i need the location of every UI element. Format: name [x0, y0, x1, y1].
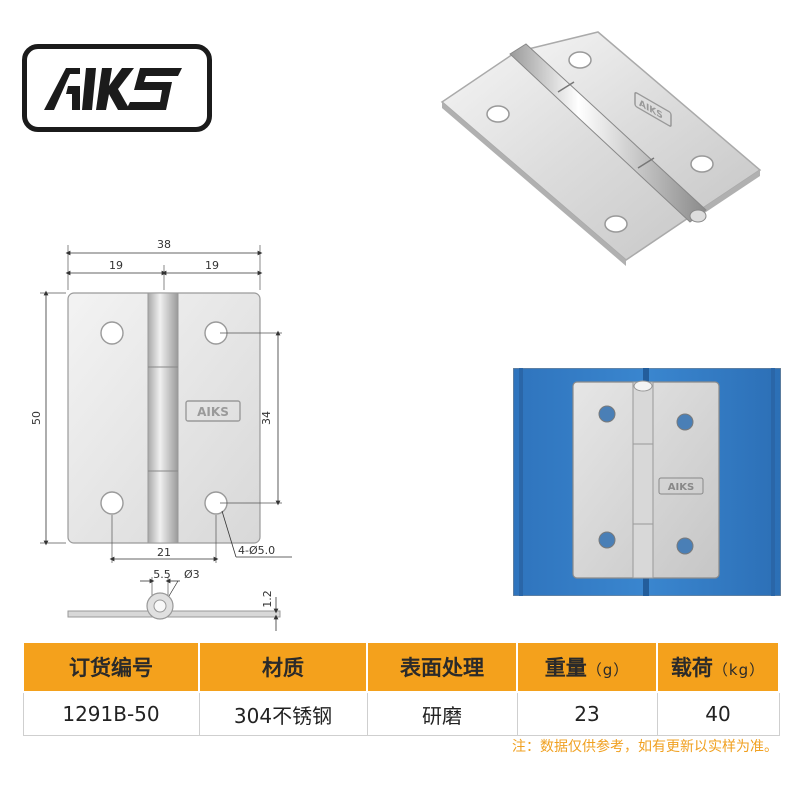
mount-hole [486, 105, 510, 123]
dim-holes: 4-Ø5.0 [238, 544, 275, 557]
disclaimer-note: 注：数据仅供参考，如有更新以实样为准。 [512, 739, 778, 755]
cell-surface-treatment: 研磨 [366, 692, 518, 736]
dim-thickness: 1.2 [261, 590, 274, 608]
dim-total-width: 38 [157, 238, 171, 251]
svg-text:AIKS: AIKS [197, 405, 229, 419]
installed-hinge-image: AIKS [513, 368, 781, 596]
dim-hole-spacing-vertical: 34 [260, 411, 273, 425]
header-material: 材质 [198, 641, 368, 693]
technical-drawing: 38 19 19 50 AIKS 34 21 4-Ø5.0 5.5 Ø3 [30, 238, 292, 631]
mount-hole [100, 491, 124, 515]
mount-hole [568, 51, 592, 69]
cell-load: 40 [656, 692, 780, 736]
table-header-row: 订货编号 材质 表面处理 重量（g） 载荷（kg） [22, 641, 780, 693]
cell-weight: 23 [516, 692, 658, 736]
table-row: 1291B-50 304不锈钢 研磨 23 40 [22, 692, 780, 736]
aiks-logo [44, 68, 182, 110]
hinge-3d-render: AIKS [440, 31, 762, 266]
dim-half-left: 19 [109, 259, 123, 272]
hinge-barrel [509, 43, 707, 223]
mount-hole [604, 215, 628, 233]
spec-table: 订货编号 材质 表面处理 重量（g） 载荷（kg） 1291B-50 304不锈… [22, 641, 780, 736]
header-load: 载荷（kg） [656, 641, 780, 693]
mount-hole [100, 321, 124, 345]
cell-order-number: 1291B-50 [22, 692, 200, 736]
header-surface-treatment: 表面处理 [366, 641, 518, 693]
dim-pin-offset: 5.5 [153, 568, 171, 581]
mount-hole [690, 155, 714, 173]
dim-half-right: 19 [205, 259, 219, 272]
dim-pin-diameter: Ø3 [184, 568, 200, 581]
header-order-number: 订货编号 [22, 641, 200, 693]
svg-text:AIKS: AIKS [668, 482, 694, 493]
dim-height: 50 [30, 411, 43, 425]
hinge-side-view [67, 592, 281, 620]
hinge-barrel-front [147, 292, 179, 544]
plate-logo-icon: AIKS [185, 400, 241, 422]
cell-material: 304不锈钢 [198, 692, 368, 736]
logo-frame [22, 44, 212, 132]
dim-hole-spacing-horizontal: 21 [157, 546, 171, 559]
header-weight: 重量（g） [516, 641, 658, 693]
